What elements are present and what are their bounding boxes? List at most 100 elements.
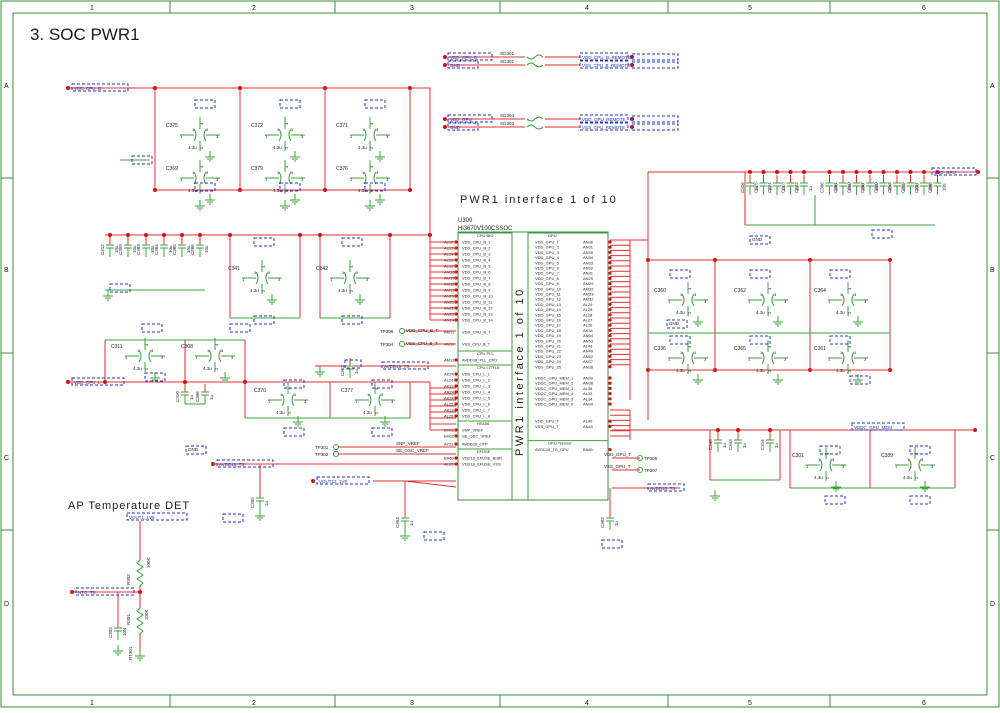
placeholder-box <box>283 427 305 437</box>
pin-name: VDD_GPU_14 <box>535 307 562 312</box>
cap-C326-ref: C326 <box>740 182 745 193</box>
cap-C364-val: 4.3u <box>836 310 845 315</box>
pin-name: VDD_GPU_22 <box>535 349 562 354</box>
placeholder-box <box>341 237 363 247</box>
pin-dot <box>608 261 612 265</box>
junction-dot <box>183 380 187 384</box>
junction-dot <box>788 170 793 174</box>
pin-number: BA69 <box>583 447 594 452</box>
net-vdd-gpu-label: VDD_GPU <box>934 170 956 175</box>
col-label-top: 3 <box>410 5 414 12</box>
placeholder-box <box>371 379 393 389</box>
sense-right-net2-box <box>579 122 629 131</box>
pin-dot <box>608 266 612 270</box>
cap-C376-val: 4.3u <box>358 188 367 193</box>
pin-number: AL33 <box>583 391 593 396</box>
cap-C336-pin: 2 <box>687 369 692 372</box>
cap-C364-pin: 1 <box>840 292 843 297</box>
cap-C354-ref: C354 <box>395 517 400 528</box>
pin-name: VDD_CPU_B_13 <box>462 312 493 317</box>
cap-C386-ref: C386 <box>190 244 195 255</box>
pin-number: AM32 <box>583 286 594 291</box>
chip-section-label: GPU <box>548 233 557 238</box>
cap-C386-val: 10u <box>204 245 209 253</box>
sense-left-gnd: GND <box>450 125 461 130</box>
pin-name: VDD_GPU_T <box>535 419 560 424</box>
cap-arc <box>193 128 197 142</box>
pin-number: BH02 <box>444 434 455 439</box>
cap-C307-val: 10u <box>874 183 879 191</box>
pin-name: VDD_GPU_8 <box>535 276 560 281</box>
pin-name: VDD_CPU_B_14 <box>462 318 493 323</box>
cap-C326-val: 1u <box>754 185 759 191</box>
cap-C308-val: 10u <box>942 183 947 191</box>
col-label-bottom: 1 <box>90 700 94 707</box>
pin-number: AK24 <box>444 372 455 377</box>
cap-arc <box>193 171 197 185</box>
sense-box <box>631 115 679 123</box>
cap-C379-pin: 3 <box>301 177 304 182</box>
cap-arc <box>203 128 207 142</box>
cap-C301-val: 10u <box>847 183 852 191</box>
cap-C302-ref: C302 <box>600 517 605 528</box>
row-label-left: C <box>4 455 9 462</box>
pin-name: VDD18_EFUSE_BISR <box>462 456 502 461</box>
pin-number: AL28 <box>583 312 593 317</box>
tp307 <box>637 467 643 473</box>
cap-arc <box>691 351 695 365</box>
junction-dot <box>716 428 720 432</box>
col-label-bottom: 4 <box>585 700 589 707</box>
net-vout12-box <box>316 476 370 485</box>
cap-C376-pin: 1 <box>362 170 365 175</box>
cap-C371-pin: 1 <box>350 134 353 139</box>
cap-C377-pin: 1 <box>367 392 370 397</box>
net-vdd-cpu-l-label: VDD_CPU_L <box>74 380 101 385</box>
placeholder-box <box>829 269 851 279</box>
cap-C342-val: 4.3u <box>338 288 347 293</box>
tp304-label: TP304 <box>380 342 394 347</box>
pin-dot <box>454 378 458 382</box>
cap-C361-val: 4.3u <box>836 368 845 373</box>
net-avdd18-otp: AVDD18_TS <box>219 462 244 467</box>
cap-C313-val: 10u <box>901 183 906 191</box>
pin-name: AVDD18_PLL_CPU <box>462 358 497 363</box>
sense-right-net: VDD_GPU_REMOTE <box>582 117 626 122</box>
cap-arc <box>278 128 282 142</box>
sense-right-net2-box <box>579 60 629 69</box>
cap-C310-ref: C310 <box>847 182 852 193</box>
cap-C324-val: 1u <box>781 185 786 191</box>
cap-arc <box>353 271 357 285</box>
pin-number: AN38 <box>583 364 594 369</box>
cap-C312-val: 10u <box>114 245 119 253</box>
res-R301-ref: R301 <box>126 614 131 625</box>
cap-C371-pin: 3 <box>386 134 389 139</box>
pin-dot <box>454 390 458 394</box>
cap-C322-ref: C322 <box>794 182 799 193</box>
cap-arc <box>691 293 695 307</box>
cap-C362-ref: C362 <box>734 288 746 294</box>
pin-number: AL48 <box>583 344 593 349</box>
pin-name: VDD_CPU_B_9 <box>462 288 491 293</box>
cap-C376-pin: 1 <box>350 177 353 182</box>
pin-name: VDD_GPU_6 <box>535 266 560 271</box>
chip-part: Hi3670V100CSSOC <box>458 226 513 232</box>
junction-dot <box>881 170 886 174</box>
sense-left-net: VDD_GPU <box>450 117 472 122</box>
placeholder-box <box>279 99 301 109</box>
pin-name: VDDC_GPU_MEM_3 <box>535 386 574 391</box>
cap-C306-val: 10u <box>834 183 839 191</box>
cap-C308-pin: 1 <box>207 348 210 353</box>
cap-C371-pin: 4 <box>369 122 374 125</box>
res-RT301-ref: RT301 <box>128 646 133 660</box>
cap-C375-pin: 1 <box>192 127 195 132</box>
col-label-bottom: 6 <box>922 700 926 707</box>
pin-dot <box>608 271 612 275</box>
row-label-left: B <box>4 267 9 274</box>
chip-u300: U300 Hi3670V100CSSOC PWR1 interface 1 of… <box>444 218 612 501</box>
pin-dot <box>608 318 612 322</box>
cap-C377-pin: 4 <box>374 387 379 390</box>
cap-C343-val: 1u <box>742 442 747 448</box>
cap-C370-pin: 1 <box>280 392 283 397</box>
cap-C310-val: 10u <box>861 183 866 191</box>
sense-right-net2: VSS_GPU_REMOTE <box>582 125 625 130</box>
